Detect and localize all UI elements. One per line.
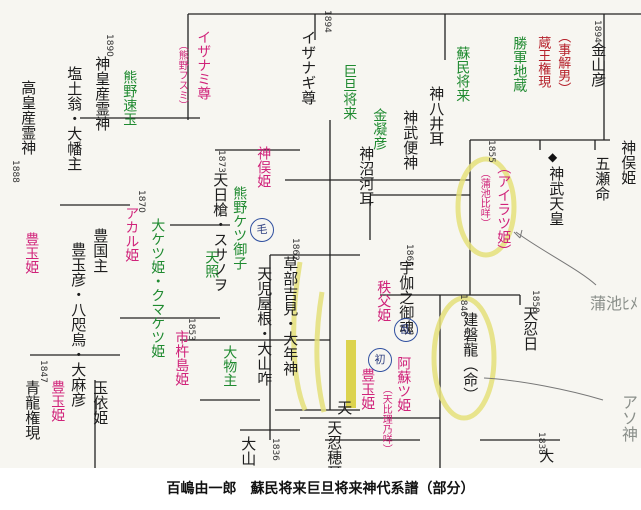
pencil-note-kamachi: 蒲池ﾋﾒ (590, 294, 639, 313)
name-tatsuiwatatsu: 建磐龍（命） (461, 312, 480, 402)
name-kamiyaimimi: 神八井耳 (427, 86, 446, 146)
name-takamimusubi: 高皇産霊神 (19, 80, 38, 155)
name-hou-hime: 豊玉姫 (49, 380, 66, 422)
name-oyama: 大山 (239, 436, 258, 466)
name-oitsuhiko: 天忍日 (521, 306, 540, 351)
name-kumano-ketsu: 熊野ケツ御子 (231, 186, 248, 270)
name-oshihi: 天忍穂耳 (325, 420, 344, 468)
name-kosaka: （事解男） (555, 30, 571, 95)
birth-year: 1888 (10, 160, 20, 183)
name-kumano-fusumi: （熊野フスミ） (176, 40, 188, 110)
name-kaminomi: 神皇産霊神 (93, 56, 112, 131)
name-toyotama-hime-small: 豊玉姫 (359, 368, 376, 410)
name-ichikishima: 市杵島姫 (173, 330, 190, 386)
birth-year: 1861 (404, 244, 414, 267)
name-kamachi-hime: （蒲池比咩） (478, 168, 490, 228)
name-kotan-shorai: 巨旦将来 (341, 64, 358, 120)
birth-year: 1836 (270, 438, 280, 461)
birth-year: 1847 (38, 360, 48, 383)
circled-mark: 毛 (250, 218, 274, 242)
name-kinryu: 金凝彦 (371, 108, 388, 150)
name-shiotsuchi: 塩土翁・大幡主 (65, 66, 84, 171)
name-toyokuni: 豊国主 (91, 228, 110, 273)
name-kanushi: 神沼河耳 (357, 146, 376, 206)
name-amenohiboko: 天日槍・スサノヲ (211, 172, 230, 292)
name-shogun-jizo: 勝軍地蔵 (511, 36, 528, 92)
name-uganohime: 宇伽之御魂 (397, 260, 416, 335)
pencil-note-aso: アソ神 (619, 394, 638, 442)
name-hisa: 豊玉彦・八咫烏・大麻彦 (69, 242, 88, 407)
circled-mark: 初 (368, 348, 392, 372)
birth-year: 1894 (322, 10, 332, 33)
name-hatahi-hime: 秩父姫 (375, 280, 392, 322)
name-jimmu: 神武天皇 (547, 166, 566, 226)
name-kinyamahiko: 金山彦 (589, 42, 608, 87)
figure-caption: 百嶋由一郎 蘇民将来巨旦将来神代系譜（部分） (166, 481, 475, 497)
birth-year: 1894 (592, 20, 602, 43)
name-oka: 大 (537, 448, 556, 463)
name-aso-tsuhime: 阿蘇ツ姫 (395, 356, 412, 412)
name-kusakabe-yoshimi: 草部吉見・大年神 (281, 256, 300, 376)
name-airatsu: （アイラツ姫） (495, 160, 512, 258)
birth-year: 1862 (290, 238, 300, 261)
name-otohi-hime: 天照 (203, 250, 220, 278)
genealogy-scan: 1894 金山彦 （事解男） 蔵王権現 勝軍地蔵 神俣姫 五瀬命 ◆ 神武天皇 … (0, 0, 641, 468)
name-seiryu: 青龍権現 (23, 380, 42, 440)
name-amehirino: （天比理乃咩） (380, 384, 392, 454)
name-toyotama-hime: 豊玉姫 (23, 232, 40, 274)
name-kumano-hayatama: 熊野速玉 (121, 70, 138, 126)
diamond-mark: ◆ (548, 150, 558, 164)
birth-year: 1838 (536, 432, 546, 455)
lineage-lines (30, 13, 641, 468)
name-kamumata-hime: 神俣姫 (255, 146, 272, 188)
name-tamayori: 玉依姫 (91, 380, 110, 425)
name-akaru-hime: アカル姫 (123, 206, 140, 262)
circled-mark: 乱 (394, 318, 418, 342)
name-oketsu-hime: 大ケツ姫・クマケツ姫 (149, 218, 166, 358)
name-zaou: 蔵王権現 (535, 36, 551, 88)
name-itsuse: 五瀬命 (593, 156, 612, 201)
name-kasu: 天 (335, 400, 354, 415)
name-somin-shorai: 蘇民将来 (454, 46, 471, 102)
name-izanami: イザナミ尊 (195, 30, 212, 100)
birth-year: 1855 (486, 140, 496, 163)
name-izanagi: イザナギ尊 (299, 30, 318, 105)
birth-year: 1873 (216, 150, 226, 173)
birth-year: 1870 (136, 190, 146, 213)
name-amenokoyane: 天児屋根・大山咋 (255, 266, 274, 386)
birth-year: 1846 (458, 294, 468, 317)
birth-year: 1890 (104, 34, 114, 57)
birth-year: 1858 (530, 290, 540, 313)
name-kamuyai-kami: 神武便神 (401, 110, 420, 170)
name-daimotsu: 大物主 (221, 345, 238, 387)
name-kamutakehime: 神俣姫 (619, 140, 638, 185)
birth-year: 1853 (186, 318, 196, 341)
